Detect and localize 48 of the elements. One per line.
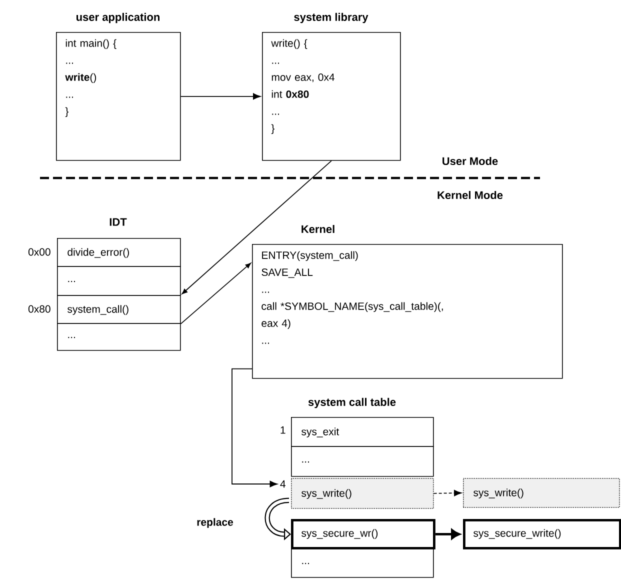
node-label: write() { [271,39,308,49]
node-label: ... [262,342,270,344]
node-label: } [65,107,69,117]
node-label: mov eax, 0x4 [272,73,334,82]
code-box: ENTRY(system_call) SAVE_ALL ... call *SYMBOL_NAME(sys_call_table)(, eax 4) ... [252,244,563,379]
node-label: ... [66,62,73,64]
table-row: ... [57,323,181,351]
node-label: int main() { [66,39,116,49]
table-row: ... [291,548,434,578]
table-row: ... [57,266,181,296]
table-title: system call table [308,398,396,408]
table-row: ... [291,446,434,477]
code-box: int main() { ... write() ... } [56,32,181,161]
node-label: SAVE_ALL [262,268,313,278]
table-row: sys_exit [291,417,434,447]
mode-label: User Mode [442,156,498,166]
arrow [435,529,460,540]
node-label: ... [272,62,279,64]
row-index: 0x00 [28,248,50,256]
node-label: ... [262,292,270,293]
edge-label: replace [196,517,234,529]
node-label: write() [65,73,96,83]
table-row: system_call() [57,295,181,324]
arrow [182,160,332,294]
box-title: Kernel [302,224,334,234]
row-index: 4 [280,480,286,488]
table-title: IDT [110,218,127,226]
table-row: sys_write() [291,478,434,509]
mode-label: Kernel Mode [438,190,503,200]
table-row: divide_error() [57,238,181,267]
node-label: ENTRY(system_call) [262,251,358,261]
node-label: call *SYMBOL_NAME(sys_call_table)(, eax 4) [262,302,443,329]
code-box: write() { ... mov eax, 0x4 int 0x80 ... } [262,32,401,161]
node-label: } [271,124,275,134]
arrow [232,368,278,488]
box-title: user application [76,12,160,24]
table-row: sys_write() [463,478,620,508]
arrow [433,490,462,496]
node-label: ... [66,96,73,98]
box-title: system library [294,12,368,24]
arrow [180,262,252,324]
arrow [180,93,261,100]
row-index: 0x80 [28,305,50,313]
node-label: ... [272,114,279,115]
table-row: sys_secure_write() [463,519,621,550]
node-label: int 0x80 [272,90,309,98]
table-row: sys_secure_wr() [291,519,436,550]
row-index: 1 [280,426,286,434]
